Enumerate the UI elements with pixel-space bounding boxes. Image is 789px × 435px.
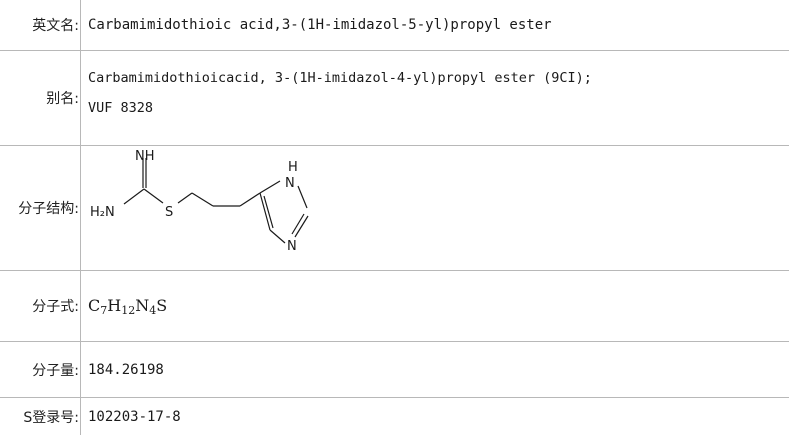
row-divider xyxy=(0,397,789,398)
row-molecular-weight: 分子量: 184.26198 xyxy=(0,342,789,397)
row-label: 英文名: xyxy=(32,18,79,34)
row-structure: 分子结构: xyxy=(0,146,789,270)
english-name-value: Carbamimidothioic acid,3-(1H-imidazol-5-… xyxy=(88,17,552,33)
row-divider xyxy=(0,270,789,271)
row-label: 分子结构: xyxy=(18,201,79,217)
row-divider xyxy=(0,145,789,146)
formula-value: C7H12N4S xyxy=(88,271,789,341)
structure-cell: NH H₂N S H N N xyxy=(88,146,789,270)
atom-label: S xyxy=(165,205,173,220)
atom-label: H₂N xyxy=(90,205,115,220)
molecular-weight-value: 184.26198 xyxy=(88,361,164,378)
row-cas-number: S登录号: 102203-17-8 xyxy=(0,398,789,435)
row-divider xyxy=(0,341,789,342)
row-label: S登录号: xyxy=(23,409,79,426)
row-english-name: 英文名: Carbamimidothioic acid,3-(1H-imidaz… xyxy=(0,0,789,50)
row-label: 分子式: xyxy=(32,299,79,315)
bond-lines xyxy=(123,158,309,244)
row-label: 分子量: xyxy=(32,362,79,379)
column-divider xyxy=(80,0,81,435)
row-formula: 分子式: C7H12N4S xyxy=(0,271,789,341)
alias-line: Carbamimidothioicacid, 3-(1H-imidazol-4-… xyxy=(88,70,592,86)
atom-label: H xyxy=(288,160,298,175)
atom-label: NH xyxy=(135,149,155,164)
atom-label: N xyxy=(285,176,295,191)
alias-value: Carbamimidothioicacid, 3-(1H-imidazol-4-… xyxy=(88,51,789,157)
row-divider xyxy=(0,50,789,51)
molecule-structure-drawing: NH H₂N S H N N xyxy=(90,149,309,254)
cas-number-value: 102203-17-8 xyxy=(88,408,181,425)
row-alias: 别名: Carbamimidothioicacid, 3-(1H-imidazo… xyxy=(0,51,789,145)
alias-line: VUF 8328 xyxy=(88,100,154,116)
row-label: 别名: xyxy=(46,91,79,107)
molecular-formula: C7H12N4S xyxy=(88,295,168,317)
atom-label: N xyxy=(287,239,297,254)
